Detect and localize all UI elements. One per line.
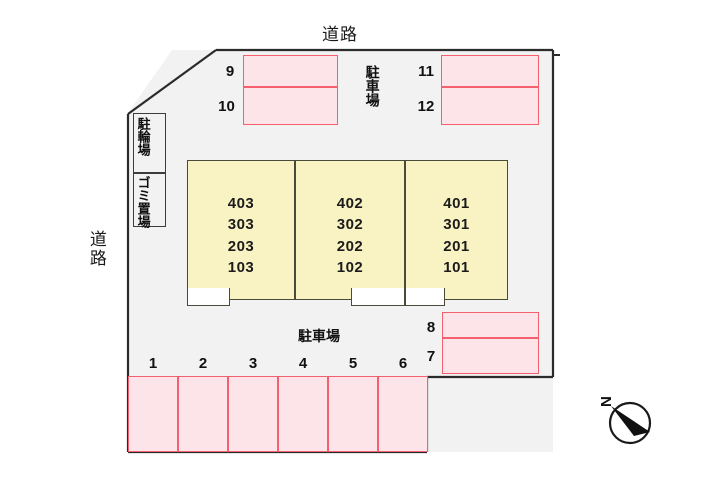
unit-list-east: 401 301 201 101 <box>405 193 508 278</box>
unit-201: 201 <box>443 237 470 255</box>
parking-stall-3-number: 3 <box>248 355 258 372</box>
unit-302: 302 <box>336 216 364 234</box>
bicycle-parking-label: 駐輪場 <box>135 117 151 156</box>
unit-102: 102 <box>336 258 364 276</box>
building-block-west <box>187 160 295 300</box>
parking-stall-2[interactable] <box>178 376 228 452</box>
road-label-top: 道路 <box>322 25 358 44</box>
unit-202: 202 <box>336 237 364 255</box>
parking-stall-10-number: 10 <box>218 98 235 115</box>
stairwell-west <box>187 288 230 306</box>
parking-stall-12-number: 12 <box>417 98 435 115</box>
unit-401: 401 <box>443 195 470 212</box>
parking-stall-7[interactable] <box>442 338 539 374</box>
building-block-center <box>295 160 405 300</box>
parking-stall-1-number: 1 <box>148 355 158 372</box>
unit-403: 403 <box>227 195 255 212</box>
parking-stall-6-number: 6 <box>398 355 408 372</box>
unit-101: 101 <box>443 258 470 276</box>
stairwell-east <box>405 288 445 306</box>
parking-stall-6[interactable] <box>378 376 428 452</box>
unit-303: 303 <box>227 216 255 234</box>
parking-stall-9-number: 9 <box>225 63 235 80</box>
parking-stall-8[interactable] <box>442 312 539 338</box>
parking-stall-5-number: 5 <box>348 355 358 372</box>
building-block-east <box>405 160 508 300</box>
bicycle-parking-area <box>133 113 166 173</box>
parking-stall-5[interactable] <box>328 376 378 452</box>
garbage-area <box>133 173 166 227</box>
parking-stall-2-number: 2 <box>198 355 208 372</box>
parking-stall-9[interactable] <box>243 55 338 87</box>
unit-203: 203 <box>227 237 255 255</box>
unit-402: 402 <box>336 195 364 212</box>
parking-stall-7-number: 7 <box>426 348 436 365</box>
parking-stall-12[interactable] <box>441 87 539 125</box>
unit-103: 103 <box>227 258 255 276</box>
parking-stall-11-number: 11 <box>418 63 434 80</box>
compass-north-label: N <box>598 396 615 407</box>
road-label-left: 道路 <box>86 230 106 268</box>
unit-list-center: 402 302 202 102 <box>295 193 405 278</box>
parking-stall-4-number: 4 <box>298 355 308 372</box>
compass-rose: N <box>598 392 656 450</box>
parking-stall-10[interactable] <box>243 87 338 125</box>
garbage-area-label: ゴミ置場 <box>135 176 151 228</box>
unit-301: 301 <box>443 216 470 234</box>
parking-stall-8-number: 8 <box>426 319 436 336</box>
parking-stall-11[interactable] <box>441 55 539 87</box>
parking-stall-1[interactable] <box>128 376 178 452</box>
stairwell-center <box>351 288 405 306</box>
unit-list-west: 403 303 203 103 <box>187 193 295 278</box>
parking-stall-3[interactable] <box>228 376 278 452</box>
parking-label-north: 駐車場 <box>364 65 381 107</box>
parking-stall-4[interactable] <box>278 376 328 452</box>
parking-label-south: 駐車場 <box>298 328 340 344</box>
